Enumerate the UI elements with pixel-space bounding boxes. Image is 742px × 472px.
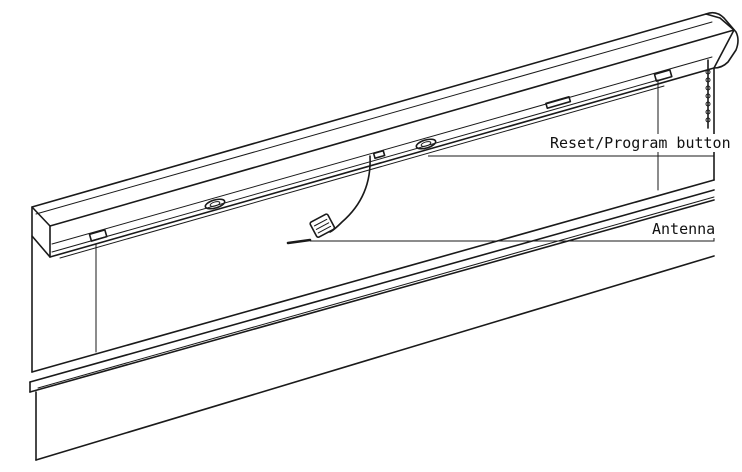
bracket-mid-left-inner [209,201,221,207]
headrail-top-face [31,13,735,227]
bracket-left [88,229,108,242]
headrail-underside-channel-2 [59,85,665,259]
chain-bead [705,93,711,99]
bottom-bar [29,189,715,461]
fabric-lower-edge [31,179,715,373]
chain-bead [705,69,711,75]
receiver-ridges [313,218,332,234]
bottom-bar-top-edge [29,189,715,383]
reset-program-button-inner [420,141,432,147]
fabric [31,67,715,373]
bottom-bar-lower-edge [35,255,715,461]
receiver-body [309,213,336,238]
chain-bead [705,117,711,123]
reset-program-button-label: Reset/Program button [550,134,731,152]
bottom-bar-front-edge [29,199,715,393]
headrail-bottom-front-edge [49,67,715,258]
bracket-mid-left [204,198,226,210]
bottom-bar-groove [37,196,715,389]
headrail-front-left-end [31,206,51,258]
headrail-right-end-cap [705,11,739,69]
headrail-top-edge-highlight [35,21,713,215]
chain-bead [705,101,711,107]
antenna-wire [286,238,312,245]
bracket-right [653,69,673,82]
bracket-mid-right [545,95,572,109]
chain [705,59,711,129]
antenna-assembly [286,155,371,245]
antenna-label: Antenna [652,220,716,238]
headrail-underside-channel [51,79,659,253]
reset-program-button-shape [415,138,437,150]
receiver-module [309,213,336,238]
chain-bead [705,77,711,83]
end-cap-edge [713,29,735,69]
antenna-exit-clip [372,149,386,160]
chain-bead [705,85,711,91]
brackets [88,69,673,242]
chain-bead [705,109,711,115]
